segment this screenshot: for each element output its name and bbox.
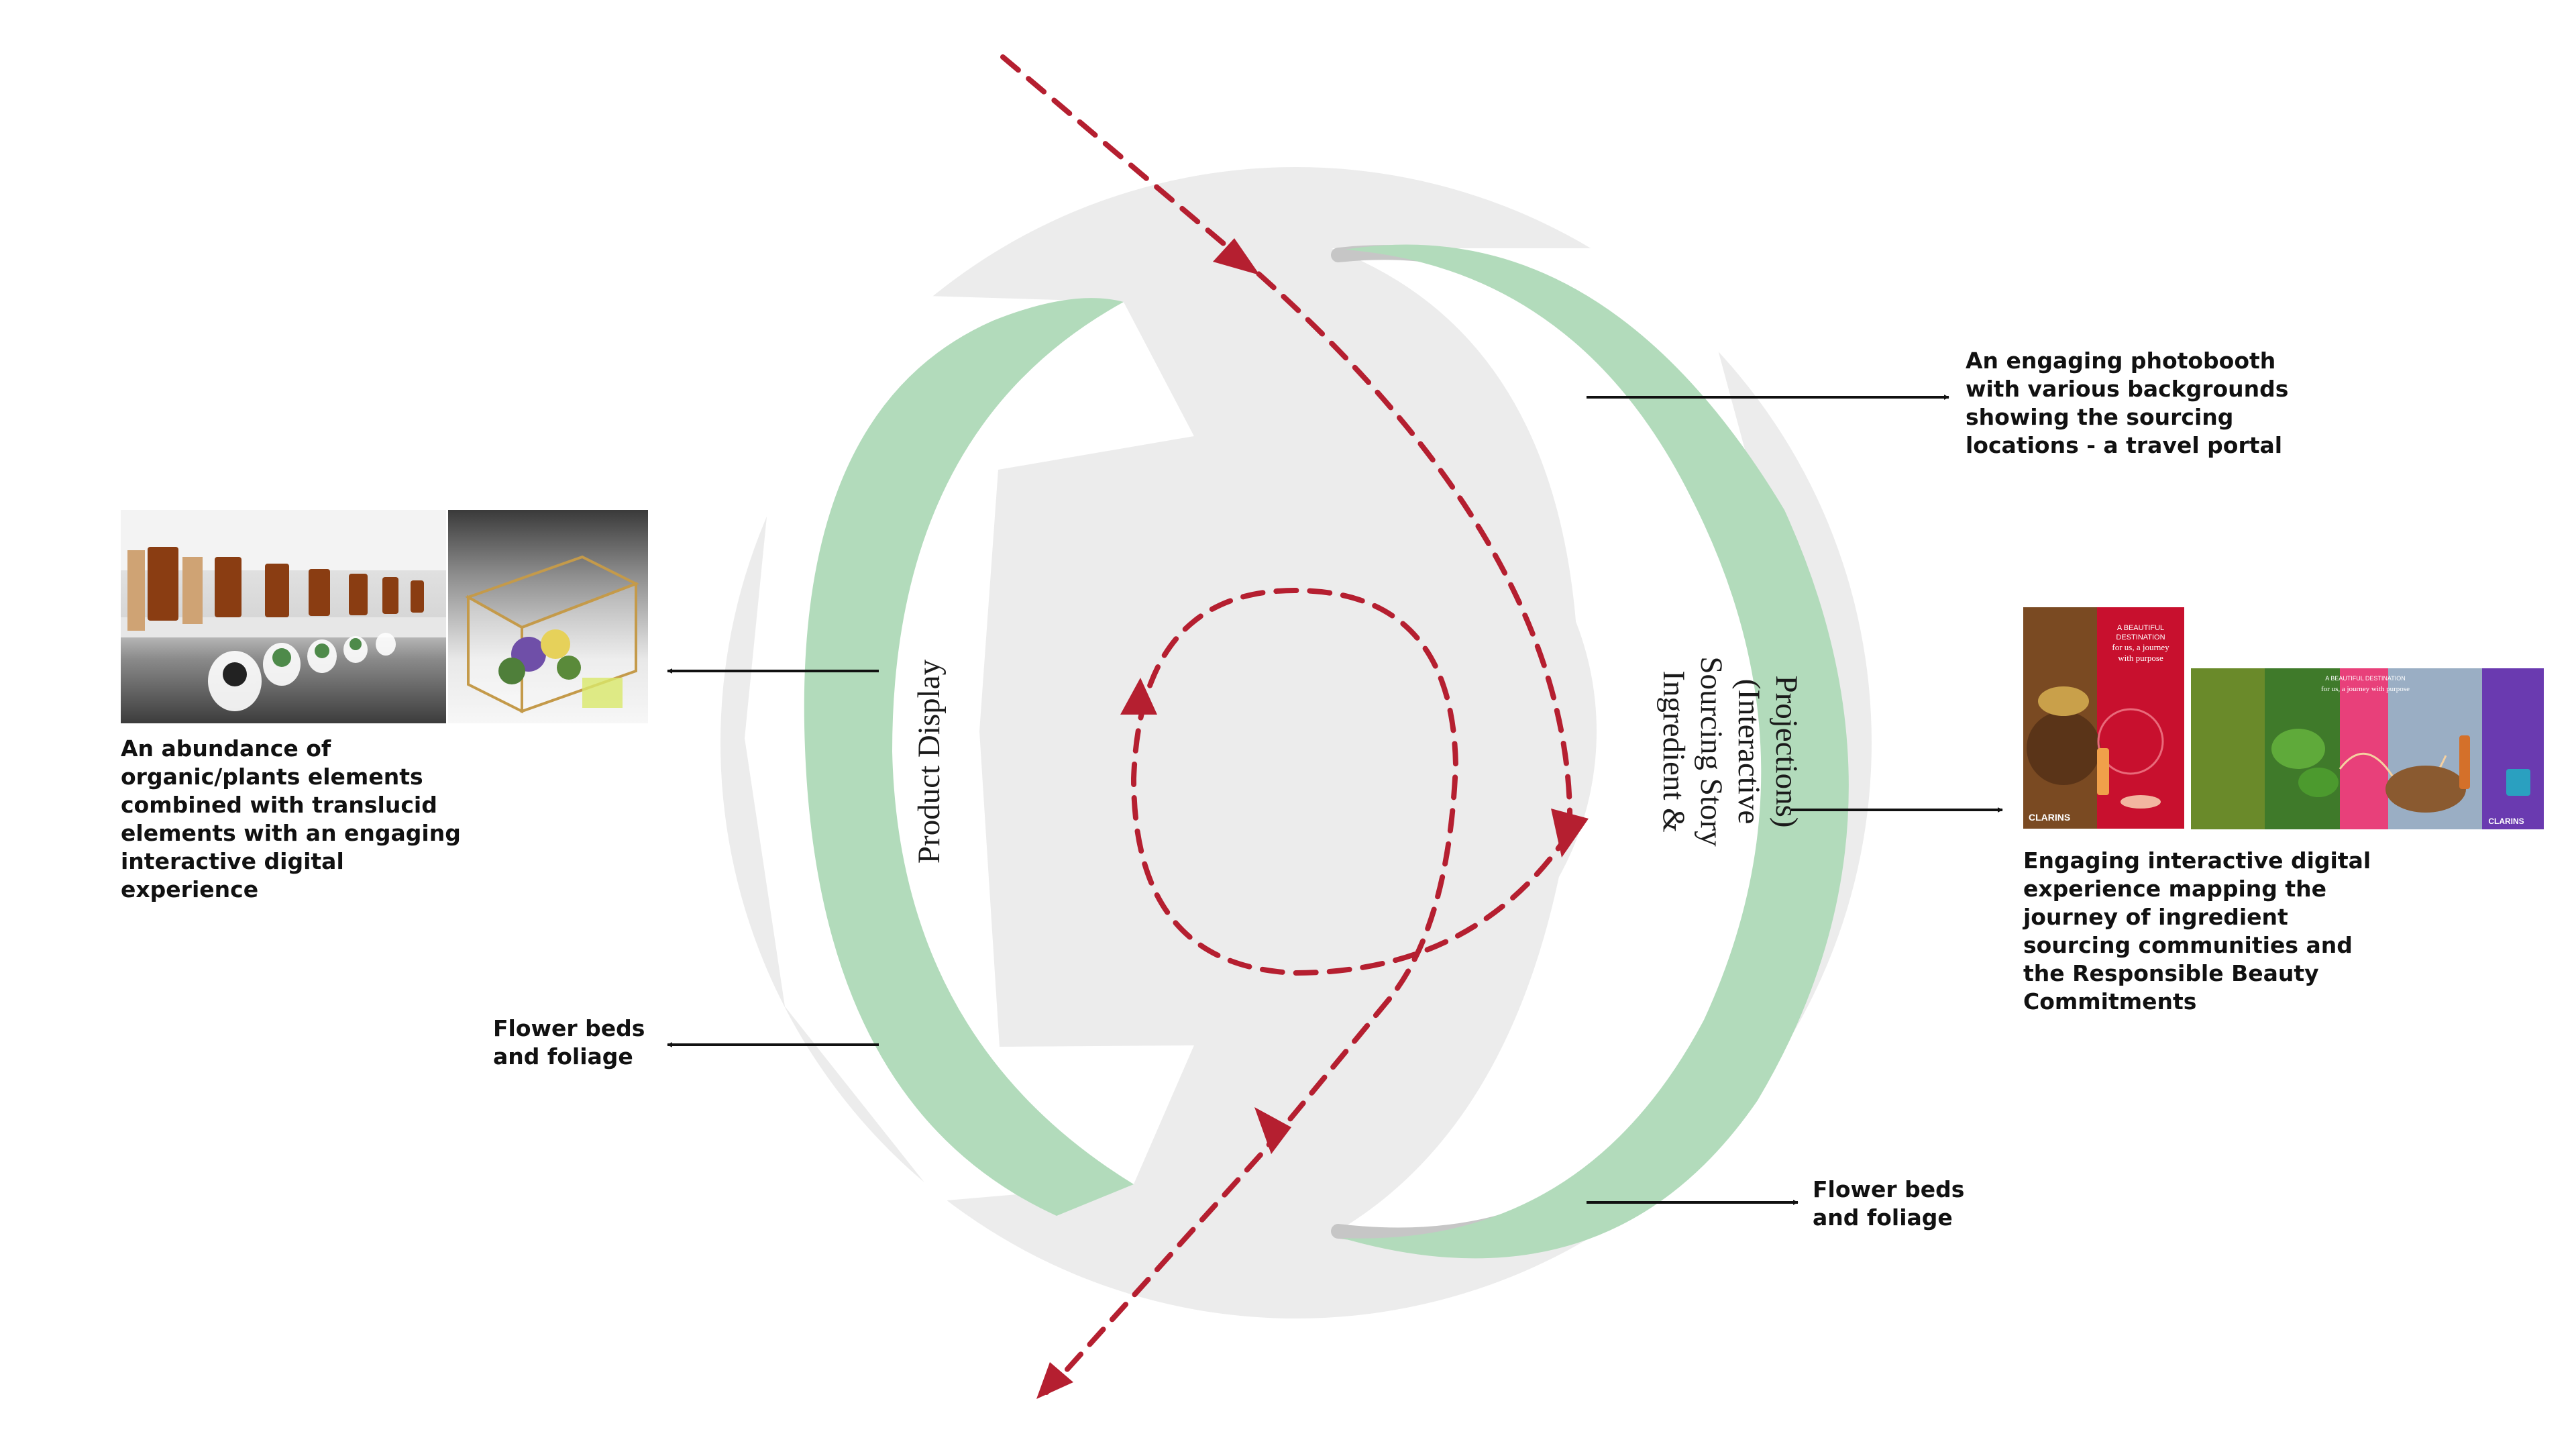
zone-label-line-3: (Interactive: [1731, 679, 1766, 825]
callout-line: with various backgrounds: [1966, 376, 2289, 402]
callout-line: locations - a travel portal: [1966, 432, 2283, 458]
callout-line: and foliage: [1813, 1204, 1953, 1231]
path-arrow-loop-up: [1120, 678, 1157, 715]
poster-1-line-3: for us, a journey: [2112, 642, 2169, 652]
interactive-poster-1: A BEAUTIFUL DESTINATION for us, a journe…: [2023, 607, 2184, 829]
inner-plaza: [996, 431, 1597, 1032]
path-arrow-loop-down: [1551, 809, 1589, 858]
callout-flower-beds-right: Flower beds and foliage: [1813, 1176, 1964, 1232]
poster-2-brand: CLARINS: [2488, 817, 2524, 826]
callout-line: Flower beds: [493, 1015, 645, 1041]
callout-line: interactive digital: [121, 848, 344, 874]
poster-1-line-4: with purpose: [2118, 653, 2163, 663]
callout-line: Flower beds: [1813, 1176, 1965, 1202]
callout-photobooth: An engaging photobooth with various back…: [1966, 347, 2288, 460]
left-foliage-arc: [804, 298, 1134, 1216]
pointer-arrows: [667, 395, 2003, 1205]
callout-flower-beds-left: Flower beds and foliage: [493, 1015, 645, 1071]
callout-line: the Responsible Beauty: [2023, 960, 2319, 986]
interactive-poster-2: A BEAUTIFUL DESTINATION for us, a journe…: [2191, 668, 2544, 829]
poster-2-script: for us, a journey with purpose: [2321, 685, 2410, 693]
zone-label-line-4: Projections): [1769, 675, 1804, 827]
callout-line: experience: [121, 876, 259, 902]
bottle-shelf-graphic: [121, 510, 446, 711]
callout-line: showing the sourcing: [1966, 404, 2234, 430]
exit-path: [1044, 997, 1391, 1395]
callout-line: sourcing communities and: [2023, 932, 2353, 958]
callout-line: combined with translucid: [121, 792, 437, 818]
poster-1-line-1: A BEAUTIFUL: [2117, 624, 2164, 632]
callout-line: experience mapping the: [2023, 876, 2327, 902]
callout-line: Commitments: [2023, 988, 2197, 1015]
glass-planter-photo: [448, 510, 648, 723]
zone-label-ingredient-story: Ingredient & Sourcing Story (Interactive…: [1656, 656, 1804, 847]
poster-1-graphic: A BEAUTIFUL DESTINATION for us, a journe…: [2023, 607, 2169, 829]
callout-line: Engaging interactive digital: [2023, 847, 2371, 874]
callout-line: and foliage: [493, 1043, 633, 1070]
callout-line: organic/plants elements: [121, 764, 423, 790]
loop-path: [1130, 587, 1572, 1002]
callout-line: An engaging photobooth: [1966, 348, 2276, 374]
callout-line: elements with an engaging: [121, 820, 461, 846]
callout-line: journey of ingredient: [2023, 904, 2288, 930]
callout-interactive-journey: Engaging interactive digital experience …: [2023, 847, 2371, 1016]
poster-2-heading: A BEAUTIFUL DESTINATION: [2325, 675, 2406, 682]
visitor-path: [1000, 54, 1573, 1395]
path-arrow-entry: [1213, 238, 1260, 275]
exit-corridor: [1134, 1045, 1332, 1228]
path-arrow-exit-end: [1036, 1362, 1073, 1399]
callout-organic-elements: An abundance of organic/plants elements …: [121, 735, 461, 904]
zone-label-line-2: Sourcing Story: [1694, 656, 1729, 847]
poster-1-brand: CLARINS: [2029, 812, 2070, 823]
zone-label-product-display: Product Display: [912, 659, 947, 864]
entry-path: [1000, 54, 1573, 835]
entrance-corridor: [1124, 255, 1332, 436]
poster-1-line-2: DESTINATION: [2116, 633, 2165, 641]
path-arrowheads: [1036, 238, 1589, 1399]
path-arrow-exit-mid: [1254, 1107, 1291, 1154]
product-display-photo: [121, 510, 446, 723]
right-foliage-arc: [1342, 244, 1849, 1259]
glass-planter-graphic: [465, 555, 639, 714]
poster-2-graphic: A BEAUTIFUL DESTINATION for us, a journe…: [2191, 668, 2544, 829]
zone-label-line-1: Ingredient &: [1656, 670, 1691, 832]
callout-line: An abundance of: [121, 735, 331, 762]
